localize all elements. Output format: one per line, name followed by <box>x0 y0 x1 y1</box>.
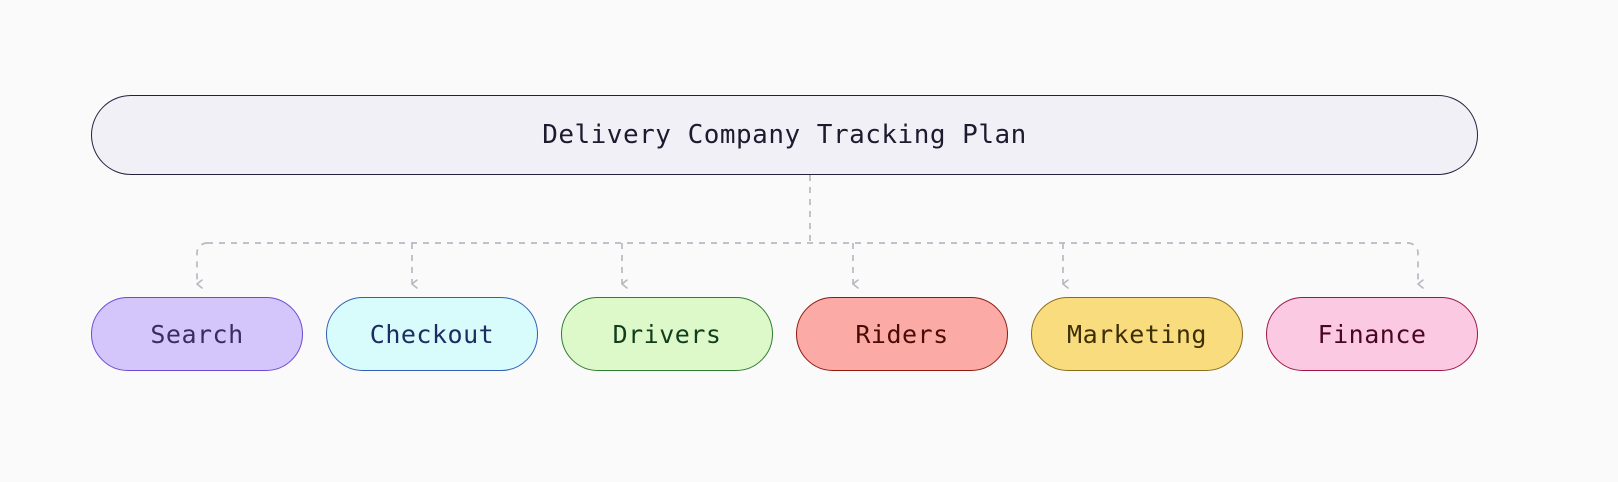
node-riders-label: Riders <box>855 319 949 349</box>
node-checkout[interactable]: Checkout <box>326 297 538 371</box>
node-drivers-label: Drivers <box>612 319 722 349</box>
node-finance[interactable]: Finance <box>1266 297 1478 371</box>
node-marketing-label: Marketing <box>1067 319 1207 349</box>
node-marketing[interactable]: Marketing <box>1031 297 1243 371</box>
edge-to-search <box>196 242 208 284</box>
root-node[interactable]: Delivery Company Tracking Plan <box>91 95 1478 175</box>
node-search-label: Search <box>150 319 244 349</box>
node-riders[interactable]: Riders <box>796 297 1008 371</box>
node-finance-label: Finance <box>1317 319 1427 349</box>
node-search[interactable]: Search <box>91 297 303 371</box>
node-checkout-label: Checkout <box>369 319 495 349</box>
edge-to-finance <box>1407 242 1418 284</box>
root-node-label: Delivery Company Tracking Plan <box>542 120 1027 150</box>
node-drivers[interactable]: Drivers <box>561 297 773 371</box>
